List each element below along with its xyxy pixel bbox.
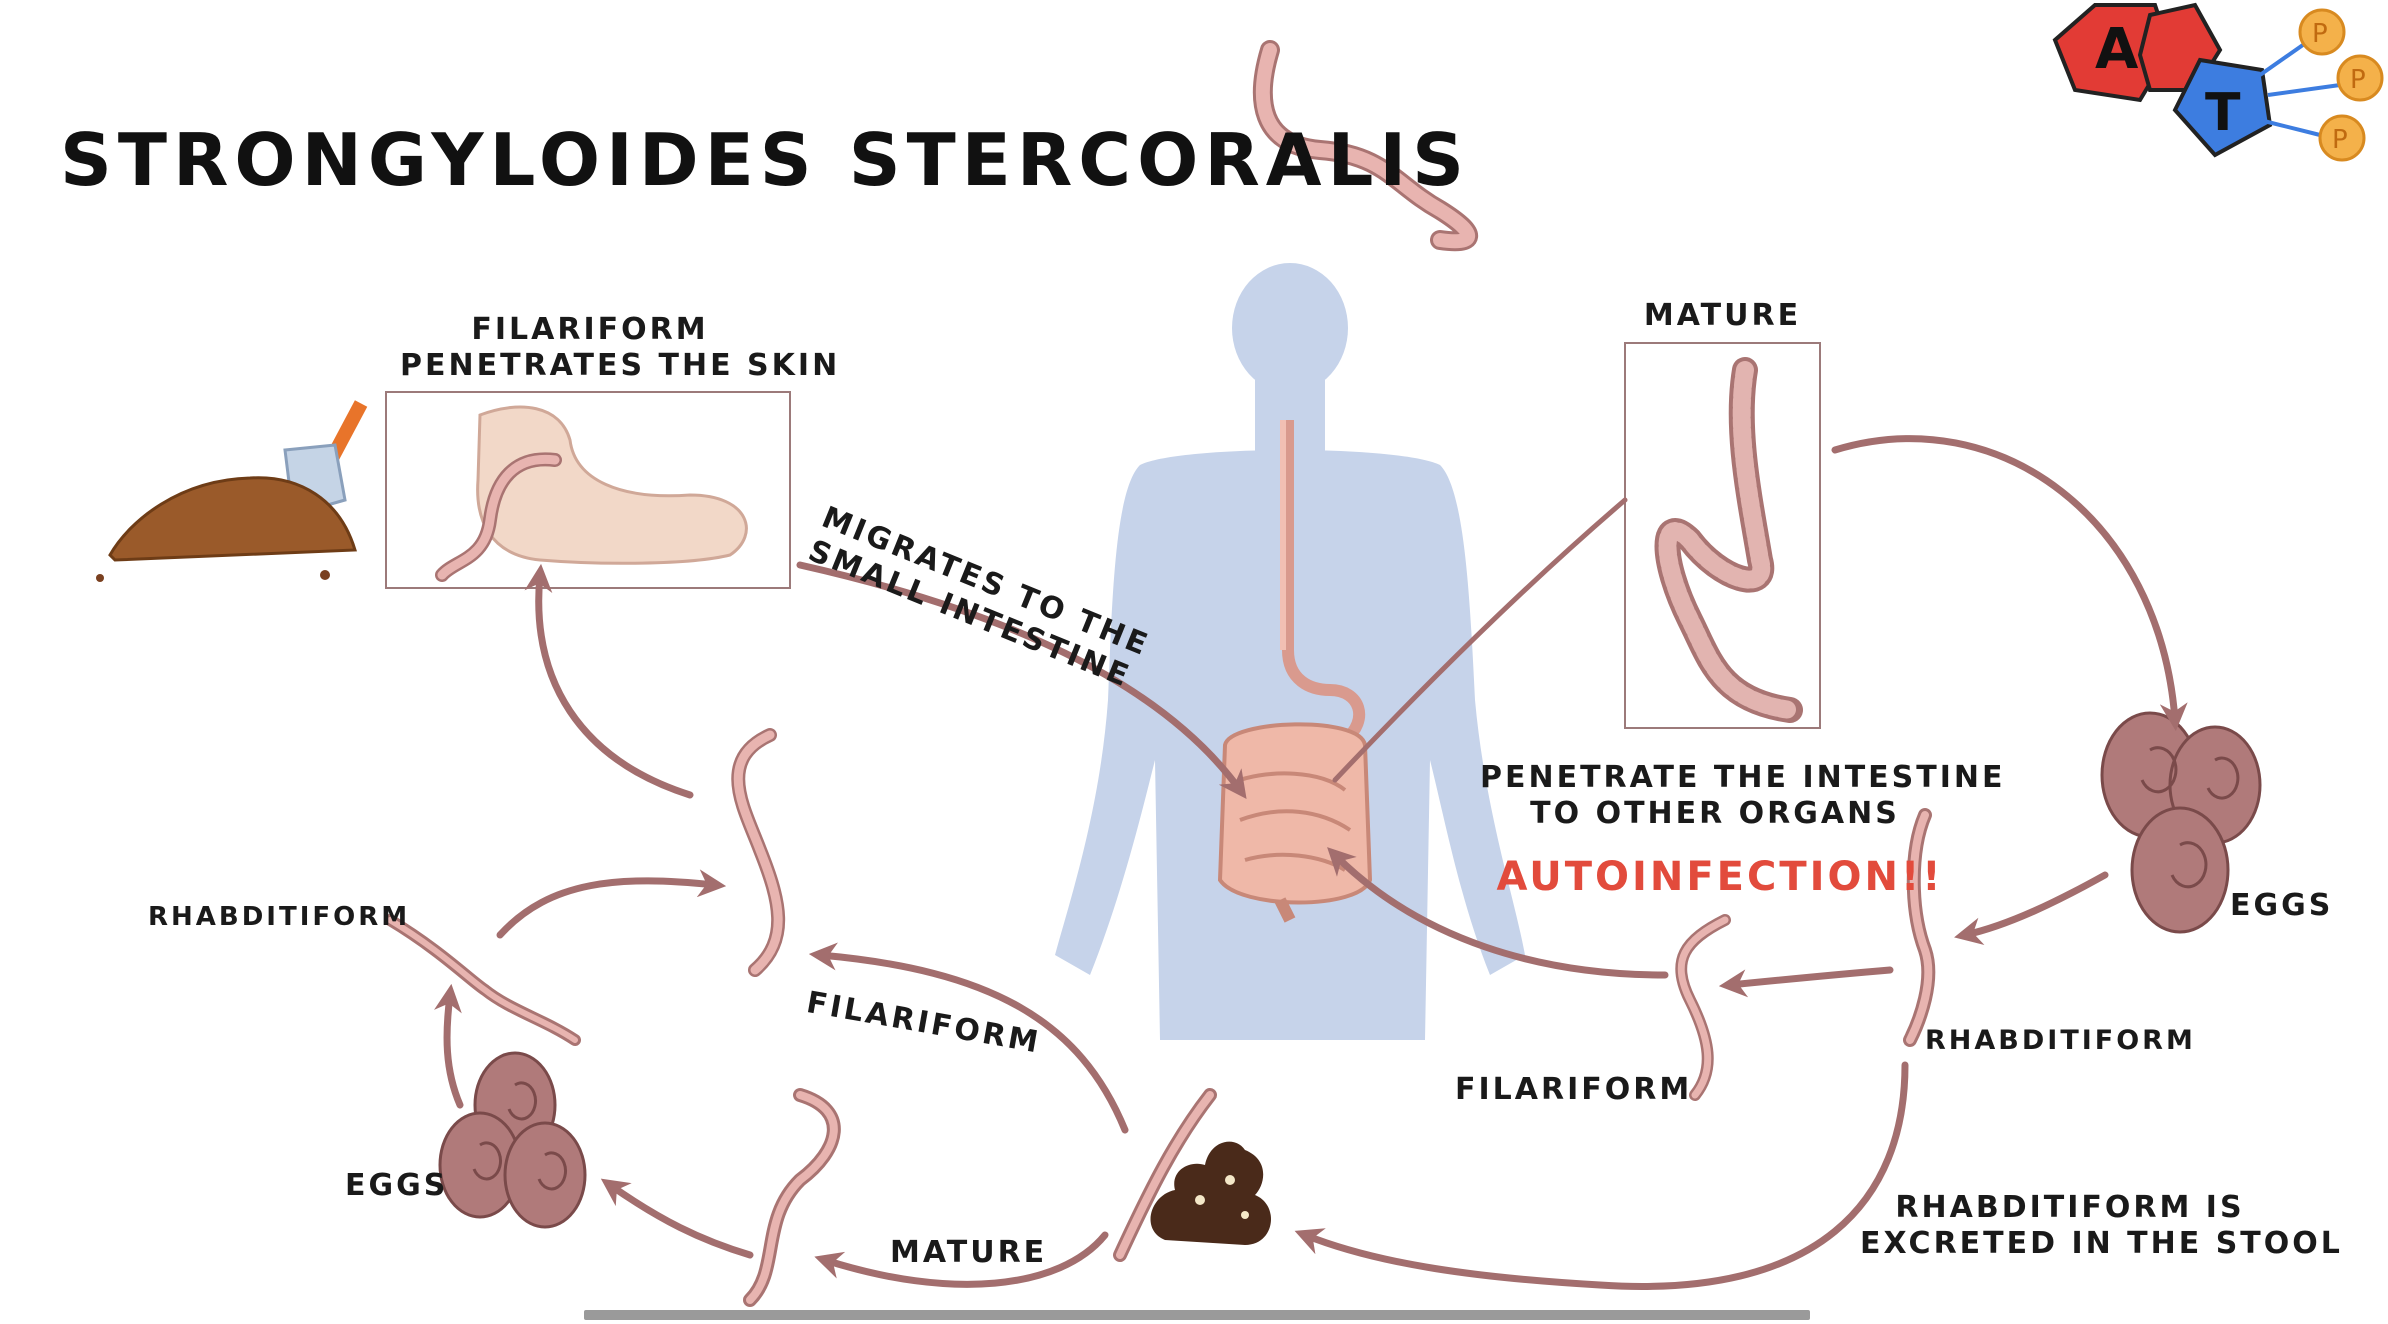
label-excreted-line1: RHABDITIFORM IS: [1895, 1190, 2245, 1225]
label-filariform-right: FILARIFORM: [1455, 1072, 1693, 1107]
eggs-right-icon: [2100, 711, 2262, 934]
video-progress-bar[interactable]: [584, 1310, 1810, 1320]
logo-letter-t: T: [2205, 83, 2241, 143]
label-mature-bottom: MATURE: [890, 1235, 1048, 1270]
label-mature-top: MATURE: [1643, 298, 1802, 333]
label-rhabditiform-right: RHABDITIFORM: [1925, 1025, 2196, 1056]
soil-icon: [96, 400, 368, 582]
label-eggs-left: EGGS: [345, 1168, 449, 1203]
svg-text:P: P: [2312, 19, 2328, 49]
label-eggs-right: EGGS: [2230, 888, 2334, 923]
cycle-arrows: [434, 435, 2188, 1290]
eggs-left-icon: [438, 1051, 587, 1229]
logo-letter-a: A: [2095, 17, 2139, 82]
svg-text:P: P: [2350, 65, 2366, 95]
label-autoinfection: AUTOINFECTION!!: [1496, 854, 1944, 900]
page-title: STRONGYLOIDES STERCORALIS: [60, 118, 1471, 202]
foot-icon: [476, 405, 748, 565]
svg-text:P: P: [2332, 125, 2348, 155]
label-filariform-skin-line2: PENETRATES THE SKIN: [400, 348, 841, 383]
label-excreted-line2: EXCRETED IN THE STOOL: [1860, 1226, 2343, 1261]
label-filariform-skin-line1: FILARIFORM: [471, 312, 709, 347]
atp-logo: A T P P P: [2052, 2, 2384, 162]
label-rhabditiform-left: RHABDITIFORM: [148, 902, 411, 932]
label-filariform-skin: FILARIFORM PENETRATES THE SKIN: [400, 312, 841, 384]
label-penetrate: PENETRATE THE INTESTINE TO OTHER ORGANS: [1480, 760, 2006, 832]
worms-small-icon: [384, 728, 1936, 1307]
label-penetrate-line2: TO OTHER ORGANS: [1530, 796, 1900, 831]
stool-icon: [1150, 1141, 1272, 1245]
label-excreted: RHABDITIFORM IS EXCRETED IN THE STOOL: [1860, 1190, 2343, 1262]
label-penetrate-line1: PENETRATE THE INTESTINE: [1480, 760, 2006, 795]
